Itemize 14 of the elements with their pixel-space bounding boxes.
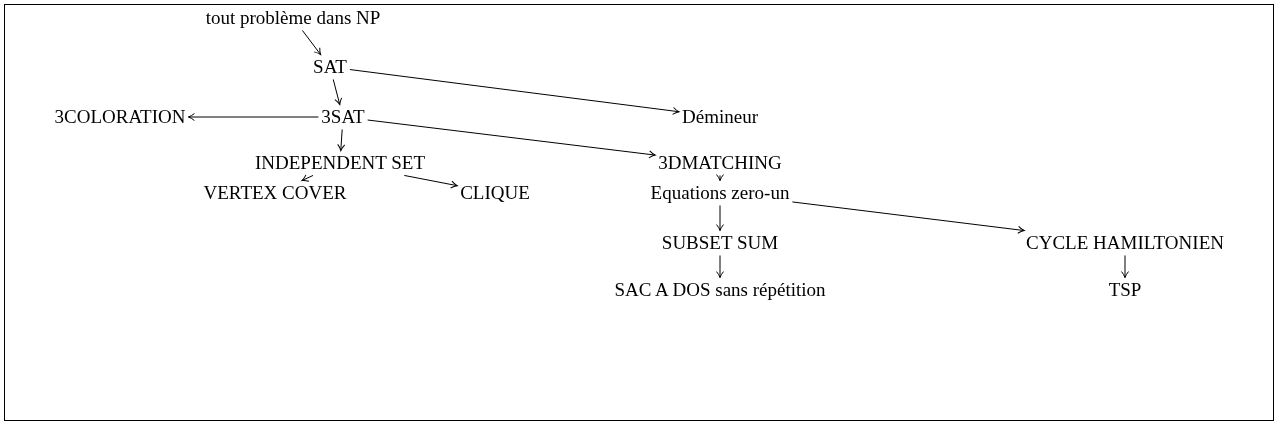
problem-label: TSP: [1105, 277, 1145, 303]
problem-label: 3COLORATION: [51, 104, 189, 130]
problem-label: 3SAT: [318, 104, 368, 130]
problem-label: Equations zero-un: [647, 180, 793, 206]
problem-label: Démineur: [679, 104, 761, 130]
problem-label: SAT: [310, 54, 350, 80]
problem-label: VERTEX COVER: [200, 180, 350, 206]
problem-label: tout problème dans NP: [202, 5, 384, 31]
problem-label: INDEPENDENT SET: [251, 150, 429, 176]
problem-label: 3DMATCHING: [655, 150, 785, 176]
problem-label: SUBSET SUM: [658, 230, 782, 256]
problem-label: SAC A DOS sans répétition: [611, 277, 829, 303]
problem-label: CYCLE HAMILTONIEN: [1023, 230, 1227, 256]
problem-label: CLIQUE: [457, 180, 533, 206]
